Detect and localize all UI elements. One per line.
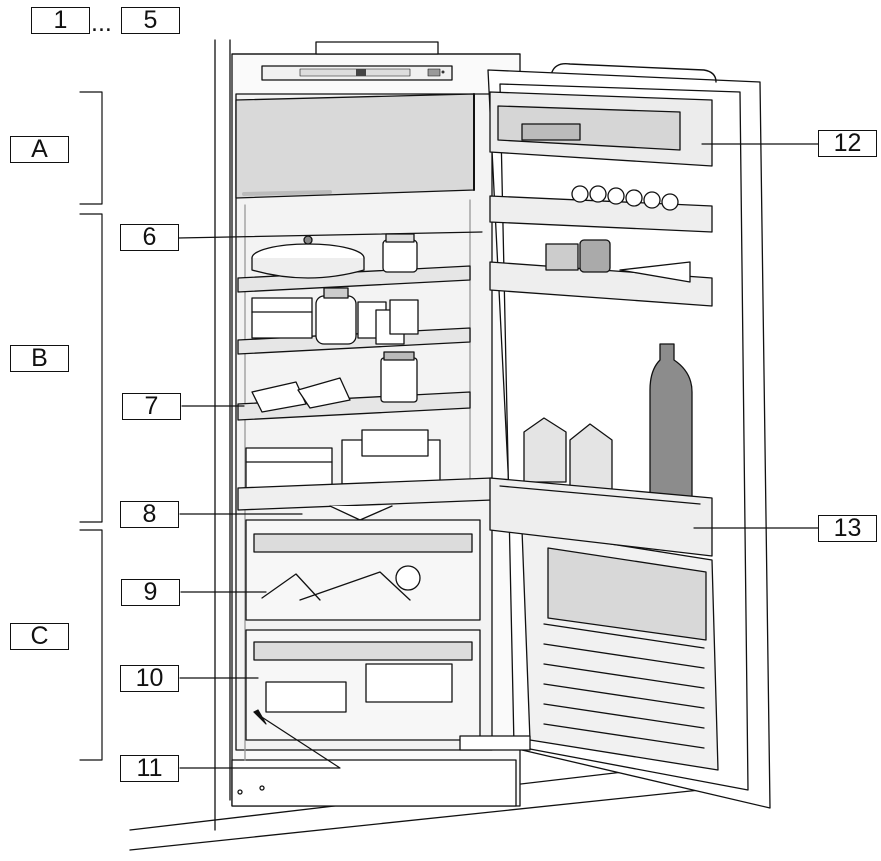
label-1: 1 [31, 7, 90, 34]
freezer-compartment [235, 93, 475, 199]
crisper-cover [237, 429, 493, 521]
bracket-b [79, 213, 103, 523]
door-shelf-bottles [489, 343, 713, 557]
bracket-c [79, 529, 103, 761]
floor-line-front [129, 789, 701, 851]
label-zone-a: A [10, 136, 69, 163]
label-8: 8 [120, 501, 179, 528]
door-shelf-middle [489, 239, 713, 307]
leader-11 [179, 711, 341, 769]
label-7: 7 [122, 393, 181, 420]
label-5: 5 [121, 7, 180, 34]
label-ellipsis: ... [91, 9, 112, 37]
shelf-1 [237, 233, 471, 293]
shelf-2 [237, 287, 471, 355]
label-zone-b: B [10, 345, 69, 372]
crisper-drawer-upper [245, 519, 481, 621]
shelf-3 [237, 351, 471, 421]
label-13: 13 [818, 515, 877, 542]
leader-6 [177, 231, 483, 239]
leader-lines [177, 143, 819, 769]
label-zone-c: C [10, 623, 69, 650]
label-6: 6 [120, 224, 179, 251]
label-9: 9 [121, 579, 180, 606]
door-compartment-top [489, 91, 713, 167]
crisper-drawer-lower [245, 629, 481, 741]
zone-brackets [79, 91, 103, 761]
door-shelf-eggs [489, 185, 713, 233]
bracket-a [79, 91, 103, 205]
label-11: 11 [120, 755, 179, 782]
label-10: 10 [120, 665, 179, 692]
label-12: 12 [818, 130, 877, 157]
